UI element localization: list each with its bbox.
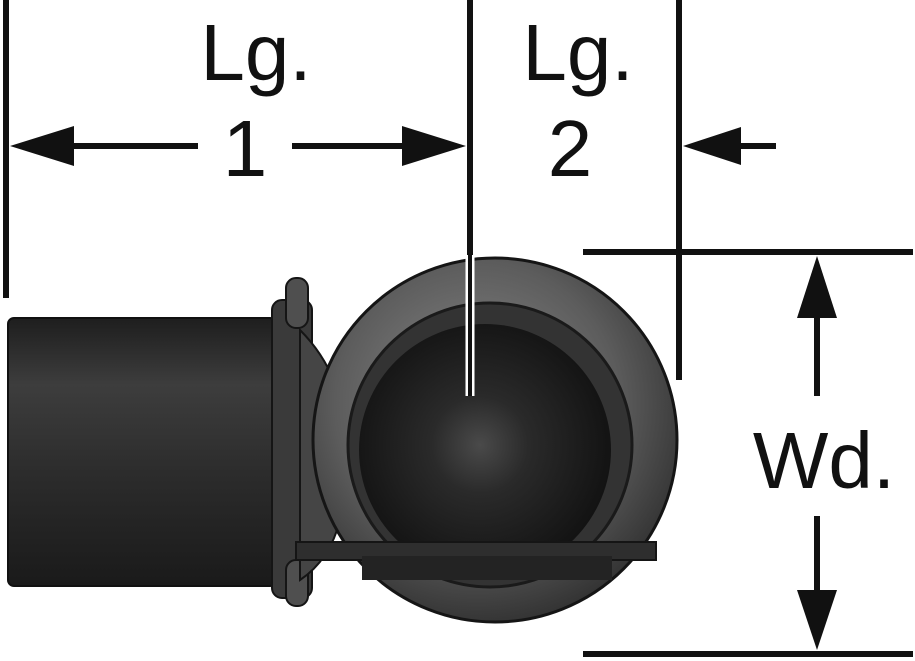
length1-arrow-left xyxy=(10,126,74,166)
length1-number-label: 1 xyxy=(223,104,268,193)
socket-stem xyxy=(7,317,277,587)
ball xyxy=(359,324,611,576)
arrowheads xyxy=(10,126,837,650)
width-arrow-bottom xyxy=(797,590,837,650)
width-label: Wd. xyxy=(753,416,895,505)
socket-part xyxy=(7,256,679,624)
length1-prefix-label: Lg. xyxy=(200,8,311,97)
length2-arrow xyxy=(683,127,741,165)
length2-prefix-label: Lg. xyxy=(522,8,633,97)
length2-number-label: 2 xyxy=(548,104,593,193)
length1-arrow-right xyxy=(402,126,466,166)
width-arrow-top xyxy=(797,256,837,318)
